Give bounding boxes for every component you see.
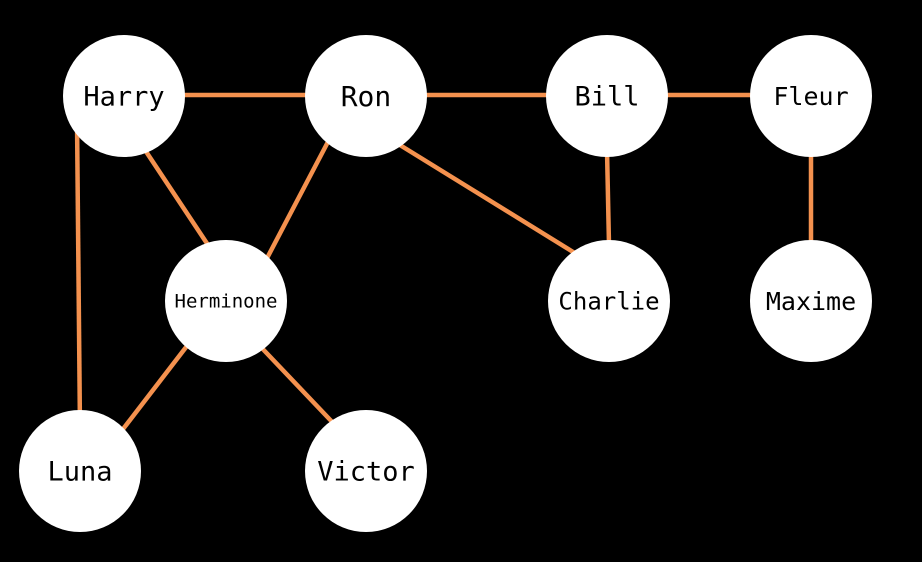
node-luna — [19, 410, 141, 532]
edge-ron-charlie — [393, 140, 580, 257]
node-label-victor: Victor — [317, 456, 415, 487]
edge-bill-charlie — [604, 149, 612, 246]
node-ron — [305, 35, 427, 157]
node-bill — [546, 35, 668, 157]
node-label-harry: Harry — [83, 81, 164, 112]
edge-herminone-victor — [256, 342, 338, 428]
node-label-maxime: Maxime — [766, 287, 856, 316]
node-herminone — [165, 240, 287, 362]
node-label-luna: Luna — [47, 456, 112, 487]
node-harry — [63, 35, 185, 157]
nodes-layer — [19, 35, 872, 532]
node-label-bill: Bill — [574, 81, 639, 112]
node-fleur — [750, 35, 872, 157]
edge-herminone-luna — [118, 340, 192, 435]
node-label-charlie: Charlie — [558, 287, 659, 315]
node-maxime — [750, 240, 872, 362]
node-label-herminone: Herminone — [175, 291, 278, 313]
edge-harry-luna — [74, 119, 83, 431]
edges-layer — [74, 92, 814, 435]
node-label-ron: Ron — [341, 80, 392, 113]
edge-ron-herminone — [263, 136, 332, 264]
edge-harry-herminone — [143, 148, 212, 250]
node-label-fleur: Fleur — [773, 82, 848, 111]
node-charlie — [548, 240, 670, 362]
node-victor — [305, 410, 427, 532]
